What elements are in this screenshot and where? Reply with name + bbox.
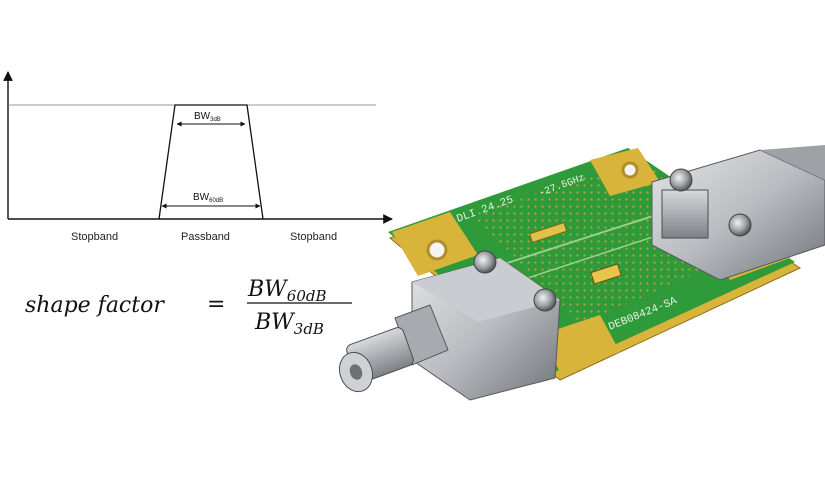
mounting-hole-left	[426, 239, 448, 261]
formula-equals: =	[207, 292, 225, 317]
filter-chip-2	[590, 263, 622, 285]
filter-response-diagram: BW3dB BW60dB Stopband Passband Stopband	[3, 71, 393, 243]
left-screw-top	[473, 250, 497, 274]
stopband-right-label: Stopband	[290, 231, 337, 243]
bw3db-label: BW3dB	[194, 111, 221, 123]
filter-chip-1	[529, 222, 568, 243]
left-connector-top	[412, 258, 560, 322]
sma-connector	[338, 304, 449, 393]
passband-response	[158, 104, 264, 220]
right-connector-body	[760, 145, 825, 180]
right-screw-bottom	[728, 213, 752, 237]
filter-module-photo: DLI 24.25 -27.5GHz DEB08424-SA	[338, 145, 825, 401]
gold-pad-bottom	[540, 315, 620, 372]
formula-lhs: shape factor	[25, 293, 165, 318]
formula-denominator: BW3dB	[254, 310, 324, 338]
right-connector-clamp	[661, 189, 709, 239]
shape-factor-formula: shape factor = BW60dB BW3dB	[25, 277, 352, 338]
passband-label: Passband	[181, 231, 230, 243]
bw60db-label: BW60dB	[193, 192, 223, 204]
sma-pin	[349, 364, 363, 380]
stopband-left-label: Stopband	[71, 231, 118, 243]
formula-numerator: BW60dB	[247, 277, 327, 305]
mounting-hole-top	[621, 161, 639, 179]
left-screw-bottom	[533, 288, 557, 312]
right-screw-top	[669, 168, 693, 192]
